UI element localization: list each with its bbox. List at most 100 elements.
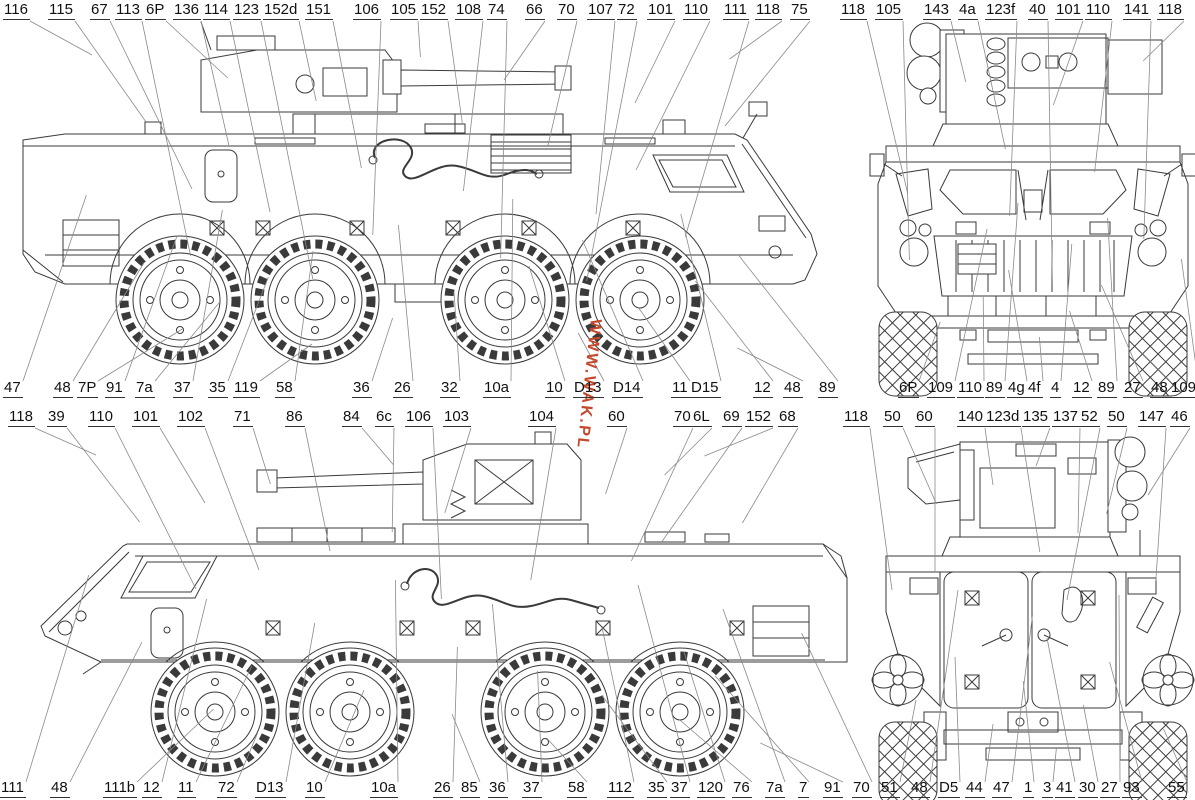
part-label: 37: [173, 379, 193, 398]
headlight: [1149, 219, 1167, 237]
part-label: 93: [1122, 779, 1142, 798]
part-label: 140: [957, 408, 986, 427]
part-label: 6c: [375, 408, 394, 427]
part-label: 106: [353, 1, 382, 20]
wheel: [616, 648, 744, 776]
front-grille: [933, 235, 1133, 297]
part-label: 52: [1080, 408, 1100, 427]
side-step: [394, 283, 446, 303]
turret-ring: [932, 123, 1119, 147]
part-label: 105: [875, 1, 904, 20]
part-label: 111: [0, 779, 26, 798]
part-label: 111b: [103, 779, 138, 798]
ladder: [449, 489, 467, 519]
part-label: 75: [790, 1, 810, 20]
part-label: 84: [342, 408, 362, 427]
tow-hitch: [1007, 711, 1059, 733]
part-label: 7P: [77, 379, 99, 398]
tow-cable: [372, 138, 538, 180]
part-label: 26: [393, 379, 413, 398]
part-label: 12: [753, 379, 773, 398]
mirror: [748, 101, 768, 117]
part-label: 101: [647, 1, 676, 20]
part-label: 123: [233, 1, 262, 20]
front-view-drawing: [869, 22, 1195, 397]
part-label: 89: [1097, 379, 1117, 398]
equipment-box: [752, 605, 810, 657]
part-label: 106: [405, 408, 434, 427]
part-label: 10a: [370, 779, 399, 798]
part-label: 108: [455, 1, 484, 20]
part-label: 48: [910, 779, 930, 798]
gun-barrel: [400, 69, 566, 87]
wheel: [251, 236, 379, 364]
door-handle: [999, 628, 1013, 642]
muzzle: [554, 65, 572, 91]
part-label: 4a: [958, 1, 978, 20]
hull: [869, 145, 1195, 365]
hull: [885, 555, 1181, 761]
mirror: [1181, 153, 1195, 177]
bumper: [925, 315, 1141, 329]
tail-light: [1127, 577, 1157, 595]
part-label: 30: [1078, 779, 1098, 798]
side-window: [1133, 168, 1171, 217]
windshield: [939, 169, 1017, 215]
side-window: [895, 168, 933, 217]
part-label: D5: [938, 779, 961, 798]
side-door: [150, 607, 184, 659]
part-label: 86: [285, 408, 305, 427]
part-label: 152d: [263, 1, 300, 20]
part-label: 107: [587, 1, 616, 20]
part-label: 70: [673, 408, 693, 427]
part-label: 36: [352, 379, 372, 398]
wiper-box: [1023, 189, 1043, 213]
part-label: 50: [883, 408, 903, 427]
mud-flap: [82, 661, 102, 675]
part-label: 151: [305, 1, 334, 20]
part-label: 147: [1138, 408, 1167, 427]
part-label: D14: [612, 379, 643, 398]
part-label: 89: [985, 379, 1005, 398]
side-view-right-drawing: [40, 431, 848, 776]
side-door: [204, 149, 238, 203]
part-label: 58: [567, 779, 587, 798]
part-label: 71: [233, 408, 253, 427]
part-label: 6L: [692, 408, 712, 427]
wheel: [116, 236, 244, 364]
part-label: 72: [217, 779, 237, 798]
part-label: 120: [697, 779, 726, 798]
part-label: 101: [132, 408, 161, 427]
part-label: 6P: [145, 1, 167, 20]
part-label: 4f: [1027, 379, 1043, 398]
part-label: 109: [927, 379, 956, 398]
part-label: 70: [852, 779, 872, 798]
part-label: D13: [255, 779, 286, 798]
bumper: [943, 729, 1123, 745]
part-label: 119: [233, 379, 260, 398]
part-label: 110: [88, 408, 115, 427]
leader-lines: [22, 20, 1195, 783]
part-label: 101: [1055, 1, 1084, 20]
part-label: 118: [840, 1, 867, 20]
headlight: [57, 620, 73, 636]
part-label: 141: [1123, 1, 1152, 20]
turret: [906, 22, 1163, 147]
roof-edge: [885, 555, 1181, 573]
smoke-launcher: [1116, 470, 1148, 502]
side-view-left-drawing: [22, 21, 818, 364]
part-label: 85: [460, 779, 480, 798]
turret: [907, 436, 1148, 564]
part-label: 66: [525, 1, 545, 20]
part-label: 35: [208, 379, 228, 398]
side-window: [652, 154, 745, 193]
part-label: 40: [1028, 1, 1048, 20]
part-label: 58: [275, 379, 295, 398]
wheel: [481, 648, 609, 776]
gun-barrel: [274, 471, 424, 489]
part-label: 7: [798, 779, 810, 798]
part-label: 37: [670, 779, 690, 798]
part-label: 89: [818, 379, 838, 398]
part-label: D15: [690, 379, 721, 398]
